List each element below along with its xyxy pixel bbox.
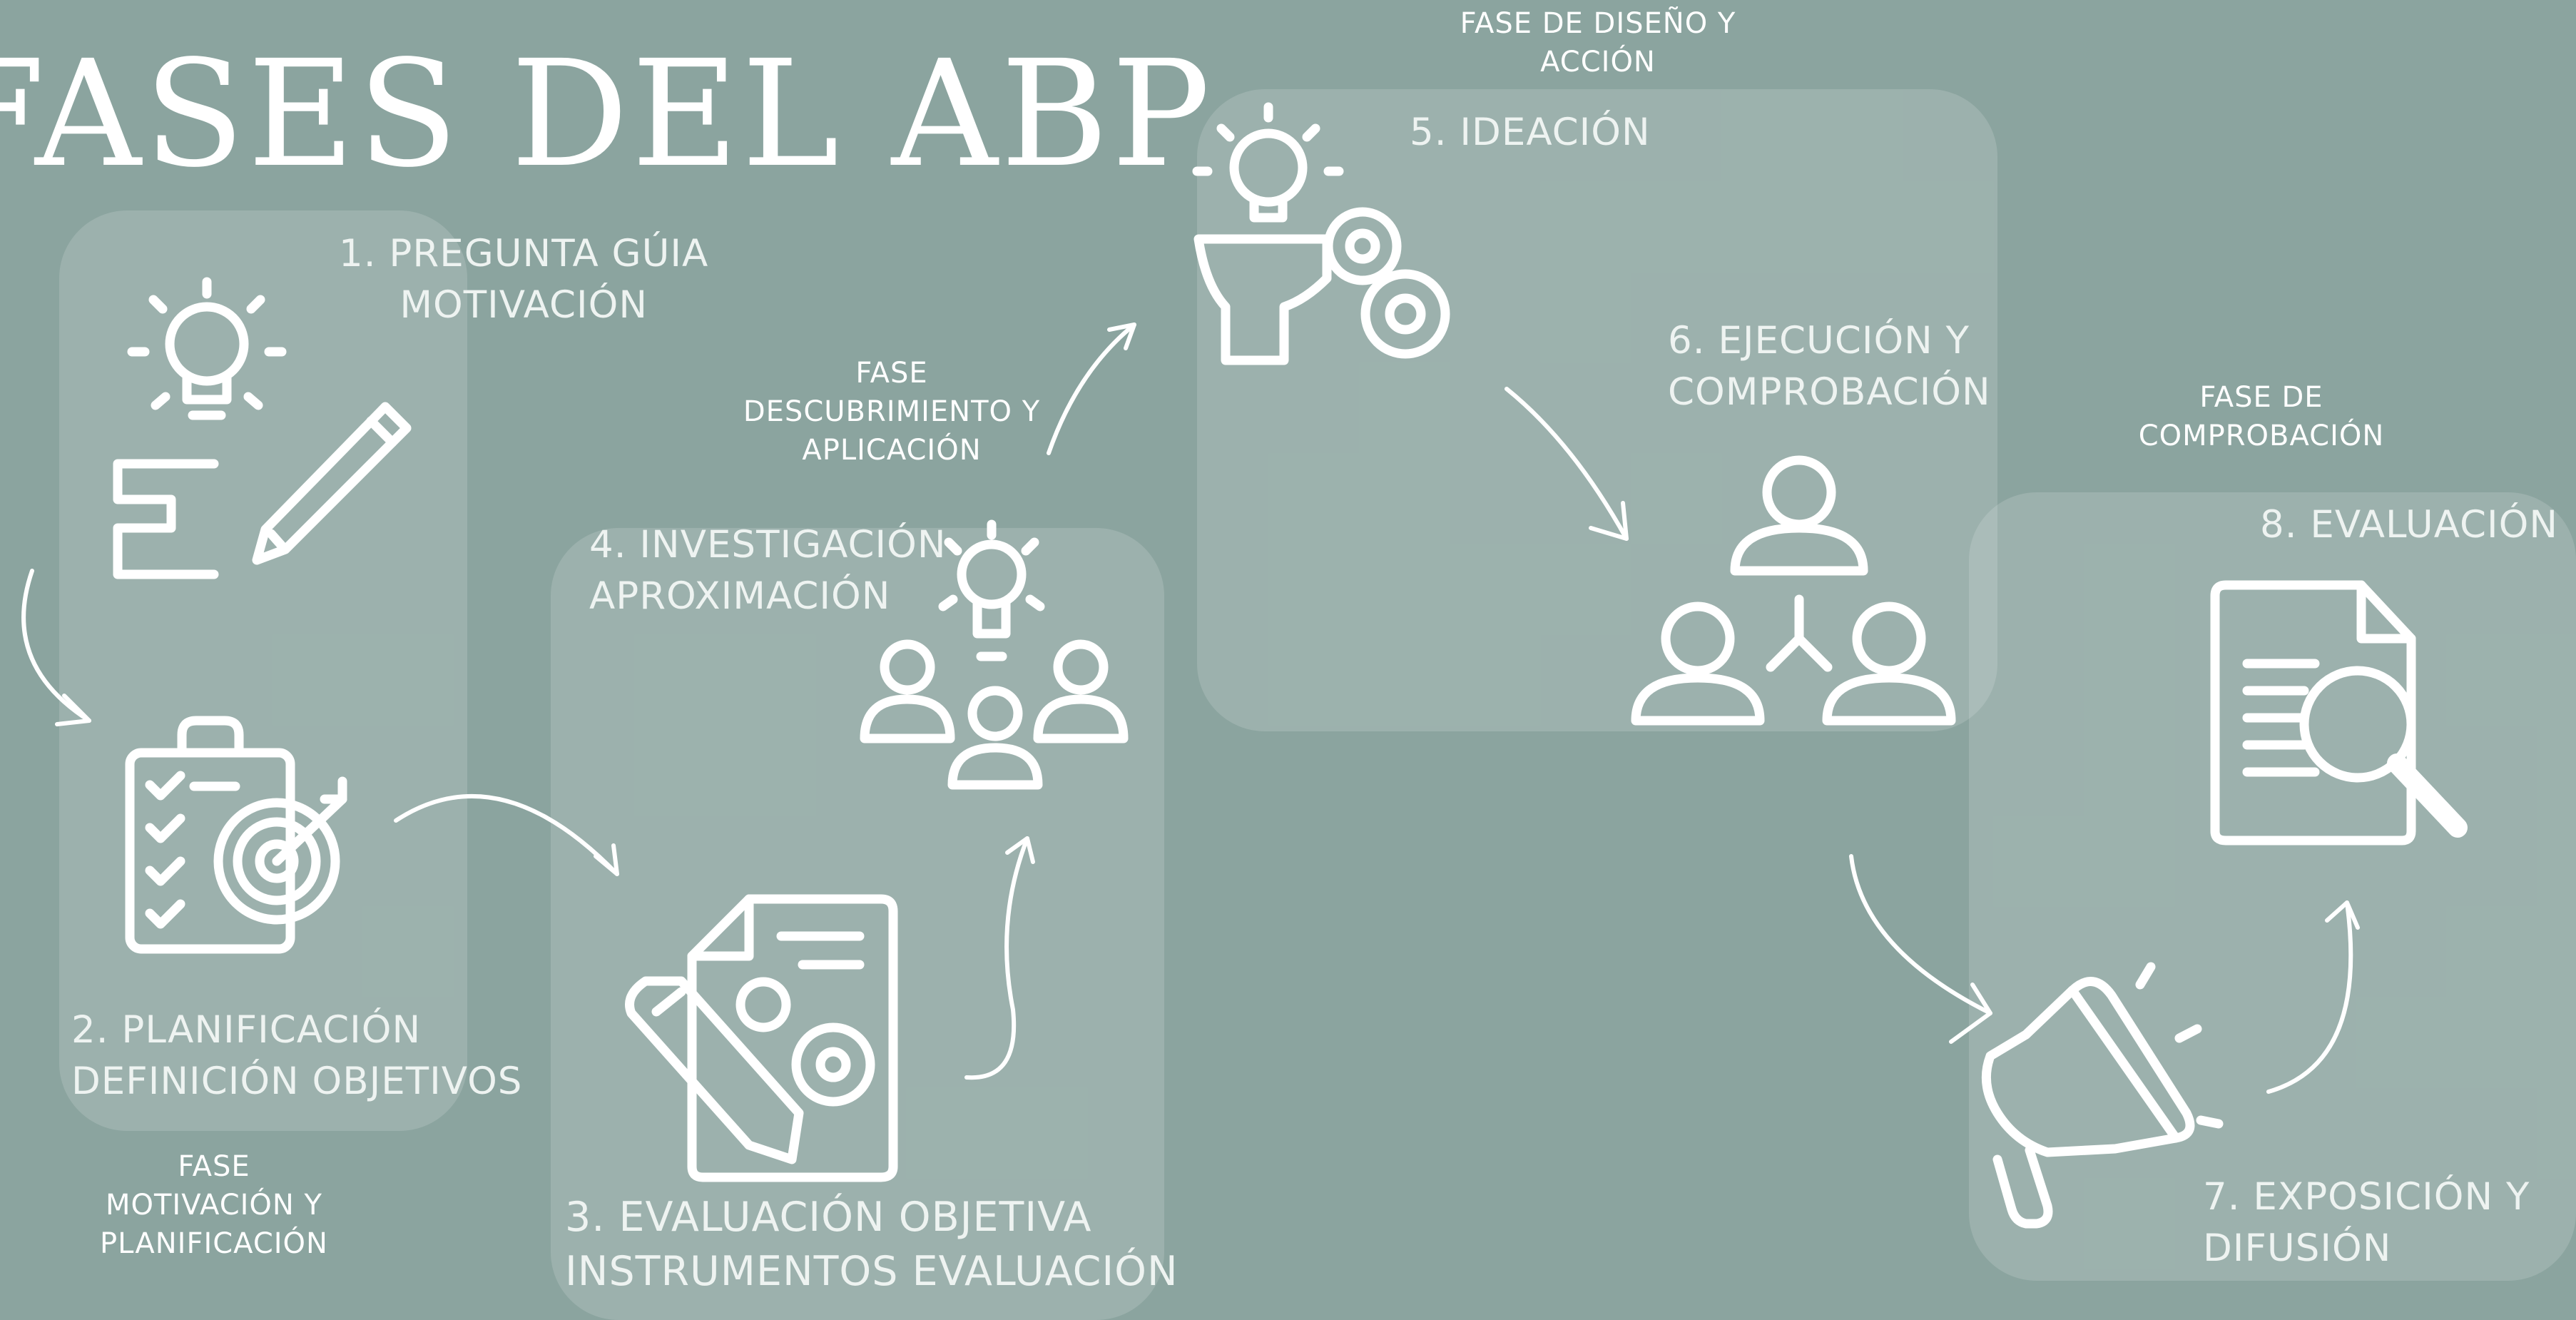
phase-1-label: FASE MOTIVACIÓN Y PLANIFICACIÓN	[71, 1147, 357, 1263]
document-magnifier-icon	[2210, 580, 2468, 846]
step-4-line-1: 4. INVESTIGACIÓN	[589, 523, 947, 567]
step-2-line-2: DEFINICIÓN OBJETIVOS	[71, 1060, 523, 1103]
document-pencil-gears-icon	[625, 894, 898, 1182]
step-8-label: 8. EVALUACIÓN	[2260, 499, 2558, 551]
step-4-label: 4. INVESTIGACIÓN APROXIMACIÓN	[589, 519, 946, 622]
step-3-label: 3. EVALUACIÓN OBJETIVA INSTRUMENTOS EVAL…	[565, 1190, 1178, 1299]
step-8-line-1: 8. EVALUACIÓN	[2260, 503, 2559, 547]
step-5-line-1: 5. IDEACIÓN	[1410, 111, 1651, 154]
arrow-step4-to-step5	[1047, 323, 1136, 455]
phase-1-line-2: MOTIVACIÓN Y	[106, 1189, 322, 1222]
phase-3-line-2: ACCIÓN	[1540, 46, 1656, 78]
arrow-step7-to-step8	[2266, 900, 2360, 1094]
step-3-line-2: INSTRUMENTOS EVALUACIÓN	[565, 1248, 1178, 1295]
step-1-line-2: MOTIVACIÓN	[399, 283, 648, 327]
step-6-label: 6. EJECUCIÓN Y COMPROBACIÓN	[1668, 315, 1991, 418]
step-5-label: 5. IDEACIÓN	[1410, 107, 1651, 158]
phase-2-line-2: DESCUBRIMIENTO Y	[743, 395, 1041, 428]
phase-4-line-1: FASE DE	[2199, 381, 2323, 414]
arrow-step5-to-step6	[1505, 387, 1629, 541]
phase-1-line-3: PLANIFICACIÓN	[100, 1227, 328, 1260]
step-2-label: 2. PLANIFICACIÓN DEFINICIÓN OBJETIVOS	[71, 1005, 522, 1107]
phase-3-line-1: FASE DE DISEÑO Y	[1460, 7, 1736, 40]
step-7-label: 7. EXPOSICIÓN Y DIFUSIÓN	[2203, 1172, 2530, 1274]
phase-2-line-3: APLICACIÓN	[802, 434, 982, 467]
phase-3-label: FASE DE DISEÑO Y ACCIÓN	[1420, 4, 1776, 81]
panel-motivation	[59, 210, 467, 1131]
team-network-icon	[1631, 455, 1956, 726]
phase-2-label: FASE DESCUBRIMIENTO Y APLICACIÓN	[713, 354, 1070, 469]
step-1-line-1: 1. PREGUNTA GÚIA	[339, 232, 709, 275]
page-title: FASES DEL ABP	[0, 29, 1213, 200]
phase-4-line-2: COMPROBACIÓN	[2138, 420, 2385, 452]
lightbulb-pencil-icon	[113, 277, 412, 579]
step-3-line-1: 3. EVALUACIÓN OBJETIVA	[565, 1194, 1092, 1241]
step-1-label: 1. PREGUNTA GÚIA MOTIVACIÓN	[339, 228, 708, 331]
clipboard-target-icon	[125, 716, 347, 954]
phase-4-label: FASE DE COMPROBACIÓN	[2083, 378, 2440, 455]
step-7-line-1: 7. EXPOSICIÓN Y	[2203, 1175, 2530, 1219]
arrow-step2-to-step3	[394, 793, 619, 876]
step-4-line-2: APROXIMACIÓN	[589, 574, 891, 618]
step-6-line-1: 6. EJECUCIÓN Y	[1668, 319, 1970, 362]
arrow-step1-to-step2	[21, 569, 91, 726]
step-7-line-2: DIFUSIÓN	[2203, 1227, 2392, 1270]
megaphone-icon	[1981, 962, 2224, 1229]
step-2-line-1: 2. PLANIFICACIÓN	[71, 1008, 422, 1052]
arrow-step3-to-step4	[964, 836, 1035, 1080]
phase-1-line-1: FASE	[178, 1150, 250, 1183]
team-idea-icon	[860, 519, 1129, 790]
lightbulb-head-gears-icon	[1192, 102, 1450, 365]
phase-2-line-1: FASE	[855, 357, 928, 390]
arrow-step6-to-step7	[1849, 854, 1992, 1044]
step-6-line-2: COMPROBACIÓN	[1668, 370, 1991, 414]
